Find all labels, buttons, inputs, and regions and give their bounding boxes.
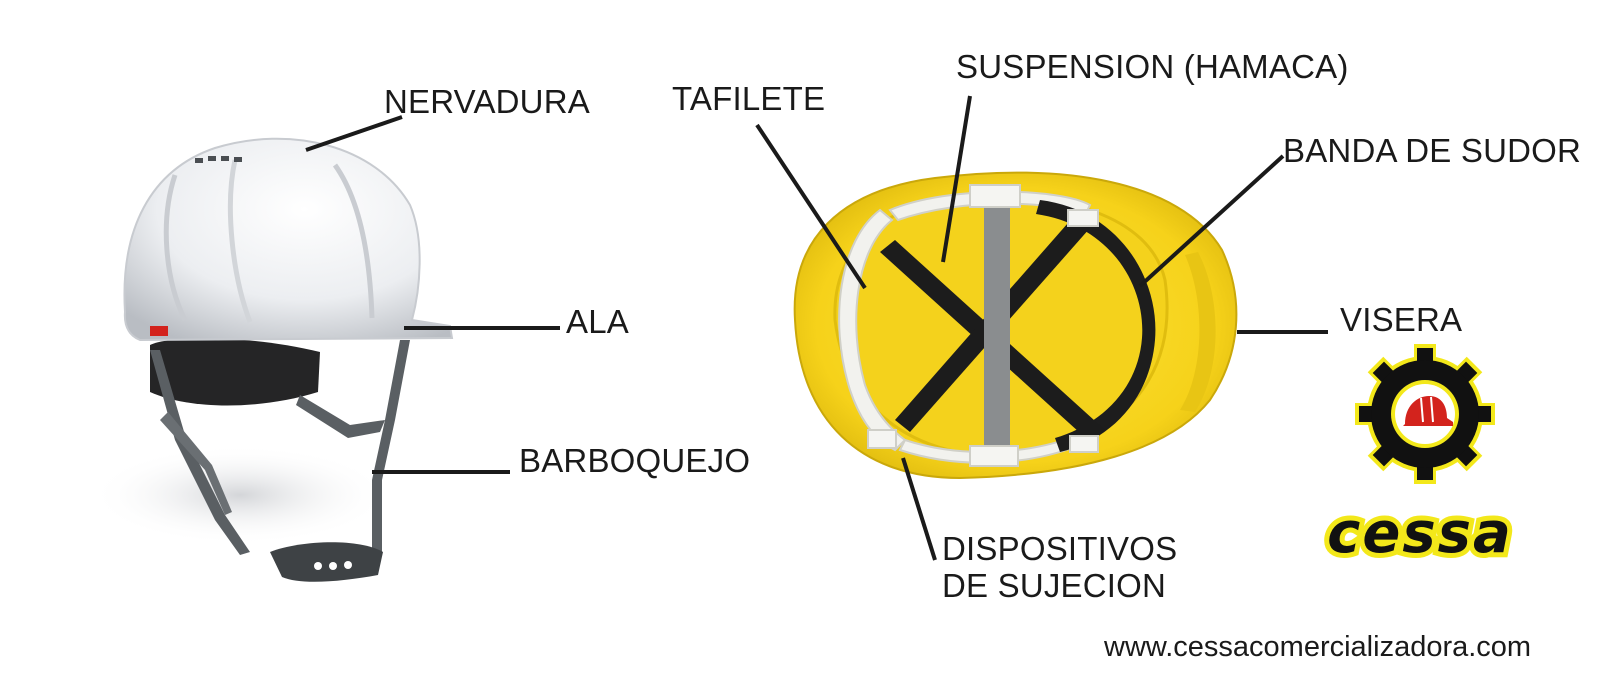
label-tafilete: TAFILETE	[672, 80, 826, 117]
white-helmet-side-view	[90, 137, 454, 582]
label-barboquejo: BARBOQUEJO	[519, 442, 751, 479]
label-suspension: SUSPENSION (HAMACA)	[956, 48, 1349, 85]
label-banda-de-sudor: BANDA DE SUDOR	[1283, 132, 1582, 169]
label-dispositivos-line2: DE SUJECION	[942, 567, 1167, 604]
label-visera: VISERA	[1340, 301, 1463, 338]
leader-suspension	[941, 95, 972, 263]
leader-lines	[305, 95, 1328, 561]
logo-text: cessa	[1327, 501, 1513, 566]
leader-tafilete	[755, 123, 867, 290]
leader-nervadura	[305, 115, 403, 152]
leader-banda-de-sudor	[1138, 154, 1285, 288]
label-nervadura: NERVADURA	[384, 83, 590, 120]
website-url: www.cessacomercializadora.com	[1104, 631, 1532, 663]
gear-helmet-logo-icon	[1355, 344, 1495, 484]
yellow-helmet-inside-view	[793, 171, 1238, 480]
cessa-wordmark: cessa	[1322, 496, 1516, 571]
label-dispositivos-de-sujecion: DISPOSITIVOS DE SUJECION	[942, 530, 1177, 604]
label-ala: ALA	[566, 303, 629, 340]
label-dispositivos-line1: DISPOSITIVOS	[942, 530, 1178, 567]
leader-dispositivos	[901, 457, 937, 561]
